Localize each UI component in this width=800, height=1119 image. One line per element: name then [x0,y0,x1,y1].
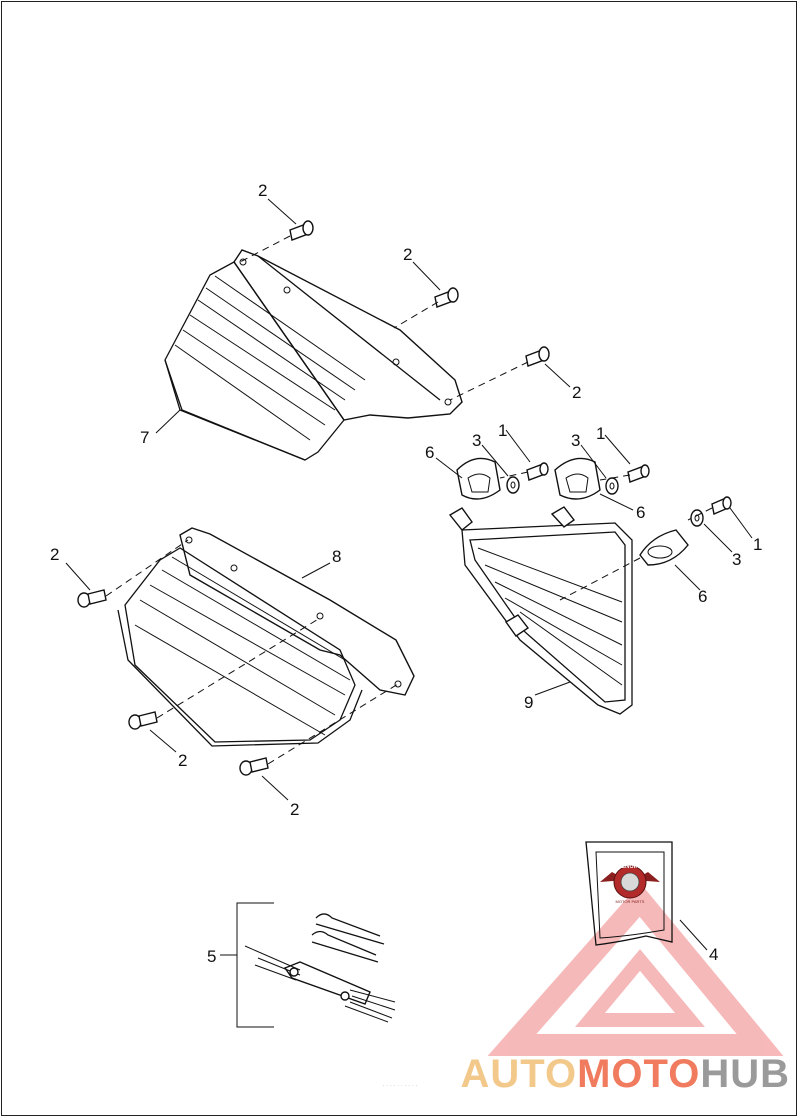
logo-part-moto: MOTO [577,1052,701,1096]
callout-6: 6 [636,503,645,522]
watermark-logo-text: AUTOMOTOHUB [460,1052,790,1097]
part-5-tool-kit [220,902,396,1028]
watermark-triangle [487,883,784,1056]
callout-3: 3 [732,550,741,569]
callout-3: 3 [571,431,580,450]
callout-4: 4 [709,945,718,964]
callout-2: 2 [403,245,412,264]
callout-8: 8 [332,547,341,566]
callout-6: 6 [698,587,707,606]
part-9-right-guard [448,506,633,715]
badge-subtext: MOTOR PARTS [616,899,645,904]
leader-lines [65,198,753,951]
callout-1: 1 [596,424,605,443]
callout-6: 6 [425,443,434,462]
callout-2: 2 [178,751,187,770]
alignment-dashed-lines [105,235,713,765]
part-3-washers [506,476,704,527]
callout-5: 5 [207,947,216,966]
callout-2: 2 [258,181,267,200]
wrench-icon [311,913,385,963]
part-2-screws [77,220,550,776]
badge-text: GENUINE [616,864,643,870]
part-7-upper-guard [164,249,463,461]
part-4-kit-box: GENUINE MOTOR PARTS [585,841,673,946]
part-1-bolts [526,462,732,515]
callout-9: 9 [524,693,533,712]
genuine-badge-icon: GENUINE MOTOR PARTS [600,864,660,904]
logo-part-auto: AUTO [460,1052,578,1096]
callout-2: 2 [290,800,299,819]
footer-faint-mark: · · · · · · · · · · [382,1083,418,1089]
callout-2: 2 [50,545,59,564]
callout-1: 1 [753,535,762,554]
callout-2: 2 [572,383,581,402]
callout-3: 3 [472,431,481,450]
callout-1: 1 [498,421,507,440]
part-6-mounts [456,457,689,566]
callout-labels: 2 2 2 7 2 8 2 2 9 6 3 1 3 1 6 1 3 6 5 4 [50,181,762,966]
logo-part-hub: HUB [700,1052,790,1096]
callout-7: 7 [140,428,149,447]
multi-tool-icon [244,945,396,1023]
part-8-left-guard [117,527,415,747]
